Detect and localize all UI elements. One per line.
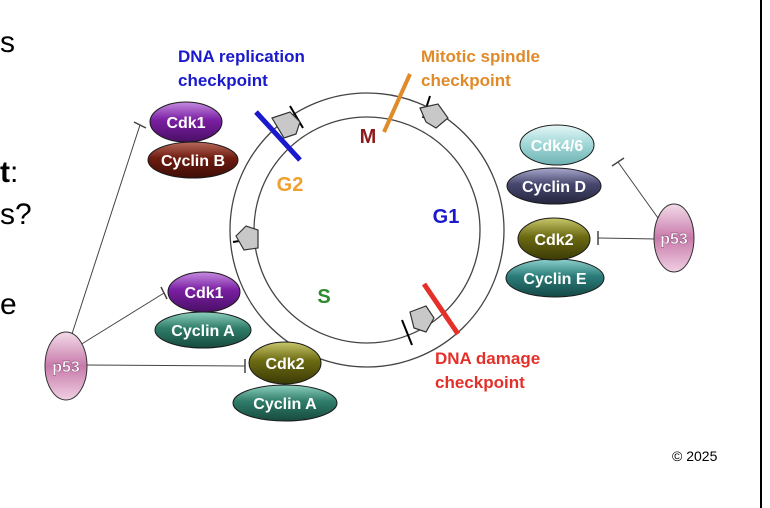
edge-text-top: s [0,26,15,59]
p53-right-ellipse [653,203,695,273]
cdk2-bottom-label: Cdk2 [265,356,304,373]
cyclin-a-mid-label: Cyclin A [171,323,235,340]
cycle-arrow-icon [419,103,449,129]
phase-label-m: M [360,126,377,148]
cyclin-a-bottom-ellipse [232,384,338,422]
cdk1-top-label: Cdk1 [166,115,205,132]
dna-replication-checkpoint-label-2: checkpoint [178,71,268,90]
dna-replication-checkpoint-label: DNA replication [178,47,305,66]
phase-label-s: S [317,286,330,308]
cdk2-right-label: Cdk2 [534,232,573,249]
p53-left-ellipse [44,331,88,401]
dna-replication-checkpoint-bar [254,110,302,162]
dna-damage-checkpoint-bar [421,282,461,336]
edge-text-question: s? [0,198,32,231]
cycle-arrow-icon [271,111,301,139]
cyclin-b-label: Cyclin B [161,153,225,170]
cycle-arrow-icon [235,225,259,251]
edge-text-colon: : [10,156,19,189]
phase-boundary-tick [401,319,413,346]
inhibition-line [597,237,657,240]
p53-right-label: p53 [660,231,688,248]
slide-border [760,0,762,508]
cdk1-top-ellipse [149,101,223,143]
cyclin-d-ellipse [506,167,602,205]
mitotic-spindle-checkpoint-label: Mitotic spindle [421,47,540,66]
inhibition-line [617,161,659,219]
edge-text-lower: e [0,288,17,321]
cycle-outer-ring [229,92,505,368]
edge-text-middle: t: [0,158,18,188]
cyclin-d-label: Cyclin D [522,179,586,196]
cdk46-ellipse [519,124,595,166]
cdk2-bottom-ellipse [248,341,322,385]
inhibition-line [85,364,246,367]
dna-damage-checkpoint-label-2: checkpoint [435,373,525,392]
cyclin-a-bottom-label: Cyclin A [253,396,317,413]
p53-left-label: p53 [52,359,80,376]
copyright-text: © 2025 [672,448,718,464]
phase-label-g2: G2 [277,174,304,196]
cdk1-mid-ellipse [167,271,241,313]
inhibition-bar [160,286,168,300]
phase-label-g1: G1 [433,206,460,228]
cycle-arrow-icon [409,305,435,333]
inhibition-line [69,124,141,341]
dna-damage-checkpoint-label: DNA damage [435,349,540,368]
cyclin-e-label: Cyclin E [523,271,586,288]
mitotic-spindle-checkpoint-label-2: checkpoint [421,71,511,90]
cdk46-label: Cdk4/6 [531,138,584,155]
cdk1-mid-label: Cdk1 [184,285,223,302]
inhibition-bar [611,157,625,167]
cdk2-right-ellipse [517,217,591,261]
inhibition-bar [133,121,147,129]
mitotic-spindle-checkpoint-bar [382,73,412,133]
edge-text-bold: t [0,156,10,189]
cycle-inner-ring [253,116,481,344]
phase-boundary-tick [289,105,304,129]
inhibition-line [79,292,165,346]
